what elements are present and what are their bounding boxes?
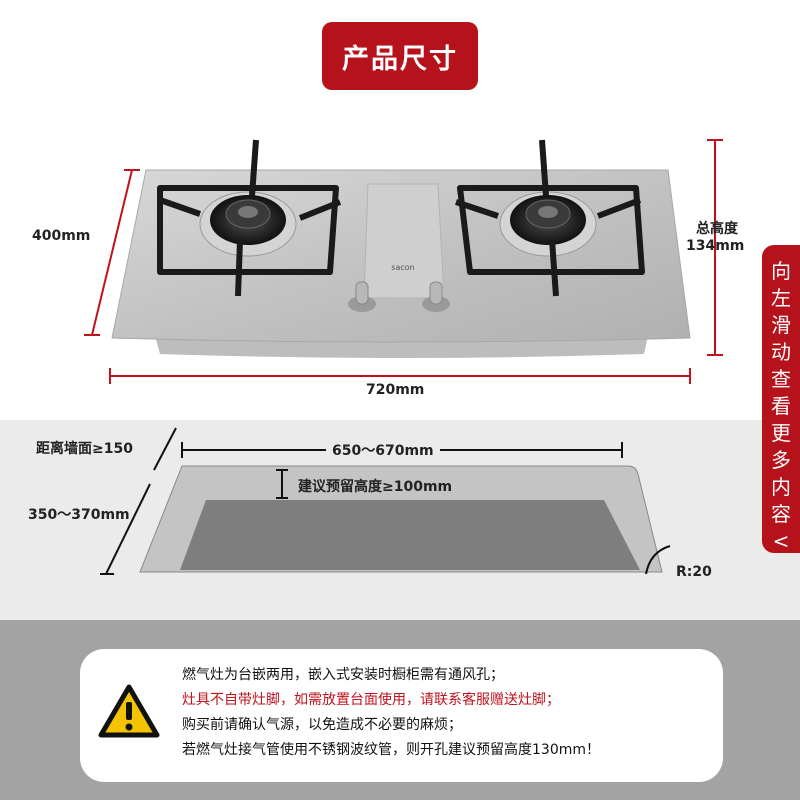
side-tab-char: 看	[771, 394, 791, 418]
right-burner	[499, 191, 597, 257]
cutout-depth-label: 350～370mm	[28, 507, 130, 523]
notice-text: 燃气灶为台嵌两用，嵌入式安装时橱柜需有通风孔； 灶具不自带灶脚，如需放置台面使用…	[182, 663, 600, 763]
side-tab-char: 动	[771, 340, 791, 364]
side-tab-char: 多	[771, 448, 791, 472]
product-drawing: sacon	[84, 139, 723, 575]
notice-line: 若燃气灶接气管使用不锈钢波纹管，则开孔建议预留高度130mm！	[182, 742, 600, 758]
notice-line: 燃气灶为台嵌两用，嵌入式安装时橱柜需有通风孔；	[182, 667, 504, 683]
cutout-width-label: 650～670mm	[326, 440, 440, 460]
side-tab-char: 向	[771, 259, 791, 283]
swipe-more-tab[interactable]: 向 左 滑 动 查 看 更 多 内 容 <	[762, 245, 800, 553]
notice-line-highlight: 灶具不自带灶脚，如需放置台面使用，请联系客服赠送灶脚；	[182, 692, 560, 708]
radius-marker	[645, 545, 671, 575]
notice-card	[80, 649, 723, 782]
total-height-label: 总高度	[696, 221, 738, 237]
side-tab-char: 查	[771, 367, 791, 391]
left-grate	[157, 139, 342, 297]
cutout-depth-line	[100, 483, 151, 575]
control-strip	[363, 183, 445, 299]
wall-distance-label: 距离墙面≥150	[36, 441, 133, 457]
width-dimension-line	[109, 368, 691, 384]
cutout-outline	[139, 465, 663, 573]
radius-label: R:20	[676, 564, 712, 580]
side-tab-char: 内	[771, 475, 791, 499]
side-tab-char: 更	[771, 421, 791, 445]
chevron-left-icon: <	[772, 529, 790, 553]
warning-icon	[98, 684, 160, 738]
left-burner	[199, 191, 297, 257]
right-grate	[455, 139, 645, 297]
height-dimension-line	[707, 139, 723, 356]
brand-logo: sacon	[391, 263, 414, 272]
right-knob	[422, 281, 450, 312]
side-tab-char: 左	[771, 286, 791, 310]
wall-distance-line	[153, 427, 177, 471]
depth-dimension-line	[84, 169, 140, 336]
depth-label: 400mm	[32, 228, 91, 244]
left-knob	[348, 281, 376, 312]
page-title: 产品尺寸	[322, 22, 478, 90]
side-tab-char: 容	[771, 502, 791, 526]
side-tab-char: 滑	[771, 313, 791, 337]
reserve-height-line	[276, 469, 288, 499]
notice-line: 购买前请确认气源，以免造成不必要的麻烦；	[182, 717, 462, 733]
reserve-height-label: 建议预留高度≥100mm	[298, 479, 453, 495]
total-height-value: 134mm	[686, 238, 745, 254]
width-label: 720mm	[366, 382, 425, 398]
